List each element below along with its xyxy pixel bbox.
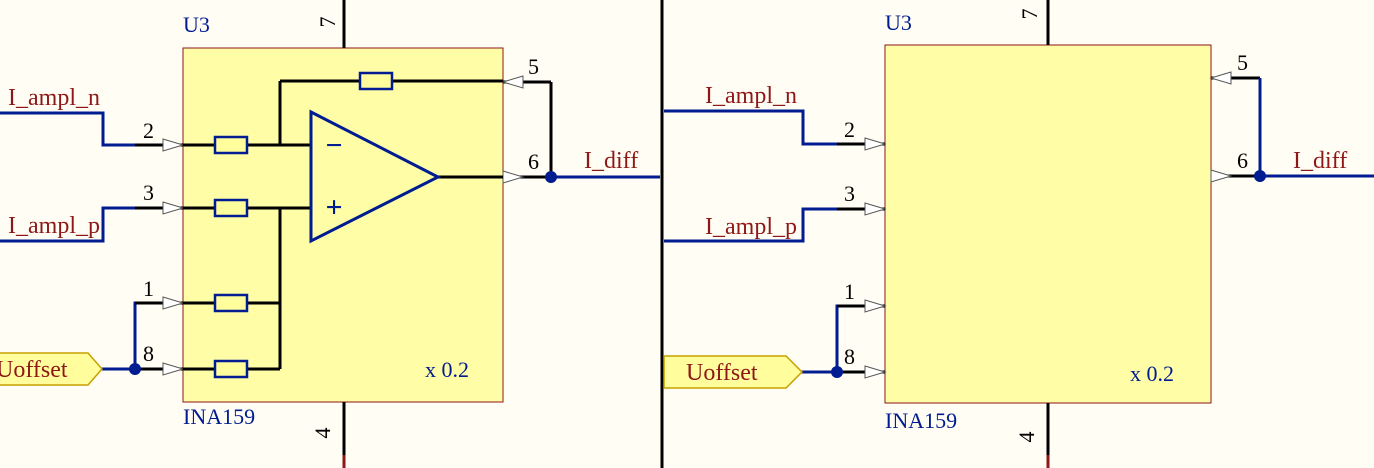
left-pin3-number: 3	[143, 180, 154, 205]
left-net-p-wire	[0, 206, 135, 243]
left-pin6-arrow	[502, 170, 525, 184]
right-output-junction	[1254, 170, 1266, 182]
right-gain-label: x 0.2	[1130, 361, 1174, 386]
right-pin7-number: 7	[1017, 9, 1042, 20]
left-net-diff-label: I_diff	[584, 148, 638, 174]
left-pin5-number: 5	[528, 54, 539, 79]
left-ref-designator: U3	[183, 12, 210, 37]
right-pin4-number: 4	[1014, 432, 1039, 443]
left-uoffset-port[interactable]	[0, 352, 103, 386]
left-opamp-minus: −	[325, 129, 342, 162]
left-pin5-arrow	[501, 75, 524, 89]
left-resistor-r4	[213, 359, 249, 379]
left-resistor-r2	[213, 198, 249, 218]
right-ref-designator: U3	[885, 10, 912, 35]
left-net-n-label: I_ampl_n	[8, 85, 100, 111]
right-component-body[interactable]	[884, 44, 1212, 404]
left-part-number: INA159	[183, 404, 255, 429]
right-net-n-label: I_ampl_n	[705, 83, 797, 109]
left-pin3-arrow	[162, 201, 185, 215]
left-output-junction	[545, 171, 557, 183]
left-net-n-wire	[0, 111, 135, 147]
left-offset-junction	[129, 363, 141, 375]
right-pin6-arrow	[1210, 169, 1233, 183]
right-pin3-number: 3	[844, 181, 855, 206]
left-pin1-number: 1	[143, 276, 154, 301]
right-pin1-number: 1	[844, 279, 855, 304]
right-pin3-arrow	[864, 202, 887, 216]
right-uoffset-label: Uoffset	[686, 360, 758, 386]
right-pin8-arrow	[864, 365, 887, 379]
left-internal-circuit: − +	[183, 71, 503, 379]
left-resistor-r3	[213, 293, 249, 313]
right-net-n-wire	[664, 109, 837, 146]
right-panel: 7 4 U3 INA159 x 0.2 2 I_ampl_n 3 I_ampl_…	[663, 0, 1374, 468]
left-pin1-arrow	[162, 296, 185, 310]
left-net-p-label: I_ampl_p	[8, 213, 100, 239]
right-net-p-label: I_ampl_p	[705, 214, 797, 240]
left-panel: 7 4 U3 INA159 x 0.2 2 I_ampl_n 3 I_ampl_…	[0, 0, 660, 468]
right-uoffset-port[interactable]	[663, 355, 804, 389]
right-pin2-arrow	[864, 137, 887, 151]
left-pin8-arrow	[162, 362, 185, 376]
right-part-number: INA159	[885, 408, 957, 433]
left-pin8-number: 8	[143, 341, 154, 366]
right-pin1-arrow	[864, 299, 887, 313]
left-opamp-symbol	[309, 109, 442, 244]
right-pin5-arrow	[1209, 71, 1232, 85]
right-pin8-number: 8	[844, 344, 855, 369]
left-opamp-plus: +	[325, 191, 342, 224]
left-gain-label: x 0.2	[425, 357, 469, 382]
left-pin7-number: 7	[315, 17, 340, 28]
right-pin2-number: 2	[844, 117, 855, 142]
right-net-p-wire	[664, 207, 837, 243]
left-pin4-number: 4	[310, 428, 335, 439]
left-resistor-rf	[358, 71, 394, 91]
right-pin5-number: 5	[1237, 50, 1248, 75]
right-pin6-number: 6	[1237, 148, 1248, 173]
left-uoffset-label: Uoffset	[0, 357, 68, 383]
right-net-diff-label: I_diff	[1293, 148, 1347, 174]
left-resistor-r1	[213, 135, 249, 155]
right-offset-junction	[831, 366, 843, 378]
left-pin6-number: 6	[528, 149, 539, 174]
left-pin2-arrow	[162, 138, 185, 152]
left-pin2-number: 2	[143, 118, 154, 143]
